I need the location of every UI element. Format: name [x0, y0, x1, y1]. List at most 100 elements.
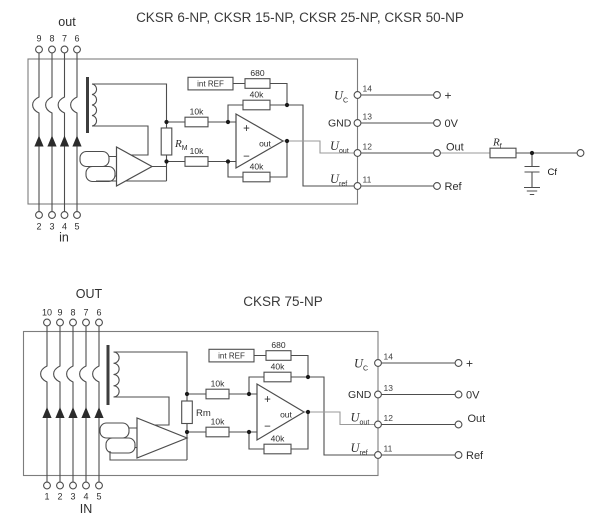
resistor-value: 10k — [190, 146, 204, 156]
pin-circle — [35, 45, 43, 54]
junction-dot — [184, 429, 190, 435]
resistor-value: 40k — [250, 90, 264, 100]
secondary-coil — [113, 351, 120, 398]
opamp-minus: − — [243, 151, 250, 163]
pin-14 — [353, 91, 362, 99]
fluxgate-symbol — [99, 422, 136, 454]
current-arrow — [72, 135, 82, 147]
pin-13 — [353, 119, 362, 127]
pin-number: 5 — [96, 492, 101, 502]
current-arrow — [55, 407, 65, 418]
primary-wires — [32, 52, 78, 212]
resistor-40k-top — [263, 371, 292, 383]
current-arrow — [81, 407, 91, 418]
terminal-ref — [454, 451, 463, 459]
pin-number: 2 — [57, 492, 62, 502]
pin-11 — [374, 451, 382, 459]
terminal-label: + — [445, 89, 452, 103]
transducer-box — [27, 58, 359, 205]
pin-number: 10 — [42, 308, 52, 318]
junction-dot — [246, 391, 252, 397]
top-title: CKSR 6-NP, CKSR 15-NP, CKSR 25-NP, CKSR … — [136, 10, 464, 25]
output-filter: Rf Cf — [489, 137, 585, 196]
opamp-plus: + — [243, 123, 250, 135]
junction-dot — [246, 429, 252, 435]
rm-label: RM — [174, 138, 188, 152]
pin-circle — [43, 481, 51, 490]
pin-circle — [48, 211, 56, 219]
pin-circle — [69, 318, 77, 327]
resistor-value: 40k — [271, 434, 285, 444]
pin-circle — [95, 481, 103, 490]
resistor-10k-bottom — [184, 156, 209, 167]
junction-dot — [184, 391, 190, 397]
drive-amplifier — [115, 145, 154, 188]
terminal-label: + — [466, 357, 473, 371]
uout-wire — [283, 140, 490, 154]
pin-number: 8 — [70, 308, 75, 318]
junction-dot — [305, 409, 311, 415]
int-ref-box — [208, 348, 255, 363]
internal-wires — [92, 82, 434, 187]
junction-dot — [225, 159, 231, 164]
pin-circle — [43, 318, 51, 327]
pin-number: 9 — [36, 34, 41, 44]
current-arrow — [59, 135, 70, 147]
bottom-title: CKSR 75-NP — [243, 294, 323, 309]
pin-12 — [353, 149, 362, 157]
top-out-label: out — [58, 15, 76, 29]
uout-label: Uout — [330, 139, 349, 155]
resistor-value: 680 — [250, 68, 264, 78]
rf-label: Rf — [492, 137, 502, 151]
junction-dot — [284, 138, 290, 144]
pin-circle — [60, 45, 69, 54]
pin-circle — [82, 318, 90, 327]
pin-number: 6 — [96, 308, 101, 318]
pin-number: 6 — [74, 34, 79, 44]
pin-number: 9 — [57, 308, 62, 318]
int-ref-label: int REF — [218, 352, 245, 361]
top-in-label: in — [59, 231, 69, 245]
gnd-label: GND — [348, 389, 372, 401]
pin-number: 7 — [62, 34, 67, 44]
top-circuit: CKSR 6-NP, CKSR 15-NP, CKSR 25-NP, CKSR … — [27, 10, 585, 245]
pin-circle — [73, 45, 81, 54]
uref-label: Uref — [330, 172, 347, 188]
bottom-out-label: OUT — [76, 287, 103, 301]
gnd-label: GND — [328, 118, 352, 130]
int-ref-label: int REF — [197, 80, 224, 89]
junction-dot — [225, 119, 231, 125]
filtered-output-terminal — [576, 149, 585, 157]
pin-circle — [82, 481, 90, 490]
pin-circle — [95, 318, 103, 327]
pin-number: 8 — [49, 34, 54, 44]
pin-12 — [374, 420, 382, 429]
pin-circle — [48, 45, 56, 54]
resistor-value: 40k — [250, 162, 264, 172]
resistor-10k-bottom — [205, 426, 230, 438]
terminal-label: 0V — [466, 390, 480, 402]
int-ref-box — [187, 76, 234, 91]
pin-13 — [374, 390, 382, 399]
terminal-0v — [454, 390, 463, 399]
pin-number: 14 — [384, 352, 394, 362]
rm-label: Rm — [196, 408, 211, 419]
rm-resistor — [160, 127, 173, 156]
resistor-value: 10k — [211, 379, 225, 389]
terminal-plus — [454, 359, 463, 367]
bottom-in-label: IN — [80, 502, 93, 516]
junction-dot — [305, 374, 311, 380]
terminal-out — [454, 420, 463, 429]
current-arrow — [68, 407, 78, 418]
pin-circle — [69, 481, 77, 490]
current-arrow — [42, 407, 52, 418]
transducer-box — [22, 330, 379, 477]
fluxgate-symbol — [79, 150, 116, 183]
secondary-coil — [91, 83, 98, 127]
pin-number: 13 — [363, 112, 373, 122]
uout-wire — [304, 411, 375, 426]
terminal-label: 0V — [445, 118, 459, 130]
resistor-40k-bottom — [242, 171, 271, 183]
uout-label: Uout — [351, 411, 370, 427]
